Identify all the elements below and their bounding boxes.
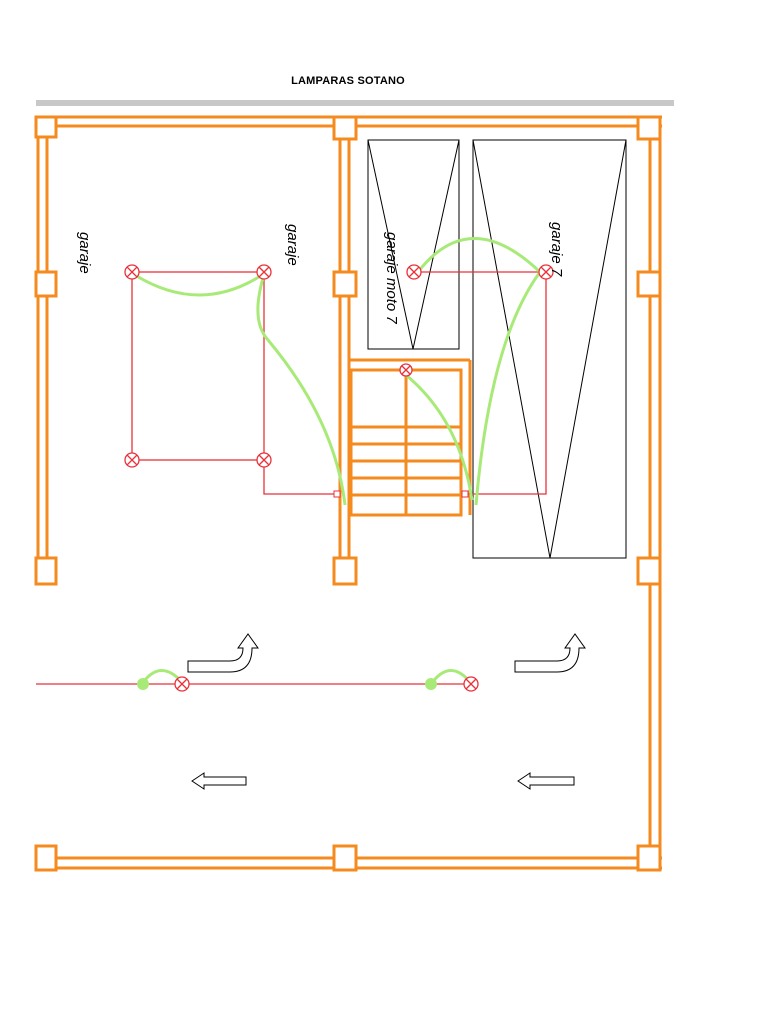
staircase	[349, 368, 463, 517]
lamp-x-circle-icon	[256, 452, 272, 468]
label-garaje-moto: garaje moto 7	[383, 232, 400, 324]
lighting-circuit	[36, 271, 547, 685]
lamp-x-circle-icon	[256, 264, 272, 280]
label-garaje-left: garaje	[76, 232, 93, 274]
lamp-x-circle-icon	[399, 363, 413, 377]
lamp-x-circle-icon	[174, 676, 190, 692]
switch-left	[333, 490, 341, 498]
exterior-walls	[36, 115, 662, 870]
left-arrow-icon	[191, 772, 247, 790]
switch-legs	[134, 237, 542, 685]
left-arrow-icon	[517, 772, 575, 790]
lamp-x-circle-icon	[406, 264, 422, 280]
page-title: LAMPARAS SOTANO	[291, 75, 405, 87]
car-parking-spot	[472, 139, 627, 559]
label-garaje-center: garaje	[284, 224, 301, 266]
switch-point	[137, 678, 149, 690]
columns	[34, 115, 662, 872]
top-gray-bar	[36, 100, 674, 106]
lamp-x-circle-icon	[463, 676, 479, 692]
moto-parking-spot	[367, 139, 460, 350]
turn-arrow-icon	[514, 633, 586, 673]
lamp-x-circle-icon	[124, 264, 140, 280]
label-garaje-right: garaje 7	[548, 222, 565, 277]
turn-arrow-icon	[187, 633, 259, 673]
lamp-x-circle-icon	[124, 452, 140, 468]
lamp-x-circle-icon	[538, 264, 554, 280]
switch-right	[461, 490, 469, 498]
switch-point	[425, 678, 437, 690]
